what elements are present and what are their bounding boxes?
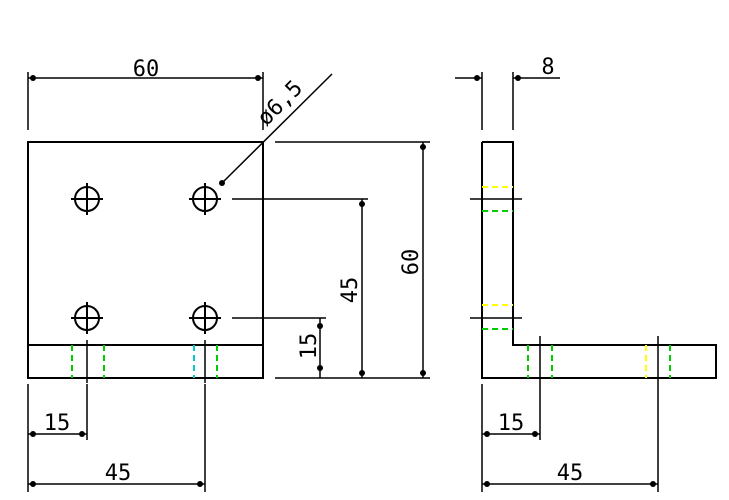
dimension-dot	[359, 370, 365, 376]
dim-hole-offset-v: 15	[232, 317, 326, 378]
dimension-dot	[484, 481, 490, 487]
dim-text-front-width: 60	[133, 57, 160, 82]
dimension-dot	[79, 431, 85, 437]
side-hidden-holes-vertical	[470, 186, 522, 330]
dimension-dot	[30, 75, 36, 81]
dim-hole-diameter: ø6,5	[219, 73, 333, 186]
front-outline	[27, 141, 264, 379]
dim-side-spacing-h: 45	[482, 384, 659, 492]
dimension-dot	[30, 481, 36, 487]
dimension-dot	[359, 201, 365, 207]
dim-text-hole-offset-h: 15	[44, 411, 71, 436]
dim-text-side-spacing-h: 45	[557, 461, 584, 486]
side-view	[470, 141, 717, 384]
dimension-dot	[484, 431, 490, 437]
leader-line	[219, 73, 333, 186]
side-outline	[481, 141, 717, 379]
dim-hole-offset-h: 15	[27, 384, 88, 492]
hole-top-left	[71, 183, 103, 215]
dimension-dot	[317, 365, 323, 371]
hole-bottom-right	[189, 302, 221, 334]
dimension-dot	[317, 323, 323, 329]
dimension-dot	[474, 75, 480, 81]
dim-side-thickness: 8	[455, 55, 560, 130]
dimension-dot	[255, 75, 261, 81]
hole-top-right	[189, 183, 221, 215]
hole-bottom-left	[71, 302, 103, 334]
front-view	[27, 141, 264, 383]
leader-dot	[219, 180, 225, 186]
dim-text-hole-offset-v: 15	[297, 333, 322, 360]
dim-text-hole-spacing-h: 45	[105, 461, 132, 486]
dim-hole-spacing-v: 45	[232, 198, 368, 378]
dimension-dot	[197, 481, 203, 487]
front-hidden-holes	[71, 340, 218, 383]
dimension-dot	[30, 431, 36, 437]
dim-text-hole-spacing-v: 45	[338, 277, 363, 304]
dim-text-front-height: 60	[399, 249, 424, 276]
dimension-dot	[420, 370, 426, 376]
dim-side-offset-h: 15	[481, 384, 541, 492]
dimension-dot	[532, 431, 538, 437]
dimension-dot	[515, 75, 521, 81]
dim-text-side-offset-h: 15	[498, 411, 525, 436]
dim-text-hole-diameter: ø6,5	[253, 76, 308, 131]
dim-front-width: 60	[27, 57, 264, 130]
dimension-dot	[420, 144, 426, 150]
dim-front-height: 60	[275, 141, 430, 379]
dim-hole-spacing-h: 45	[28, 384, 206, 492]
dimension-dot	[650, 481, 656, 487]
dim-text-side-thickness: 8	[541, 55, 554, 80]
side-hidden-holes-horizontal	[527, 336, 671, 384]
